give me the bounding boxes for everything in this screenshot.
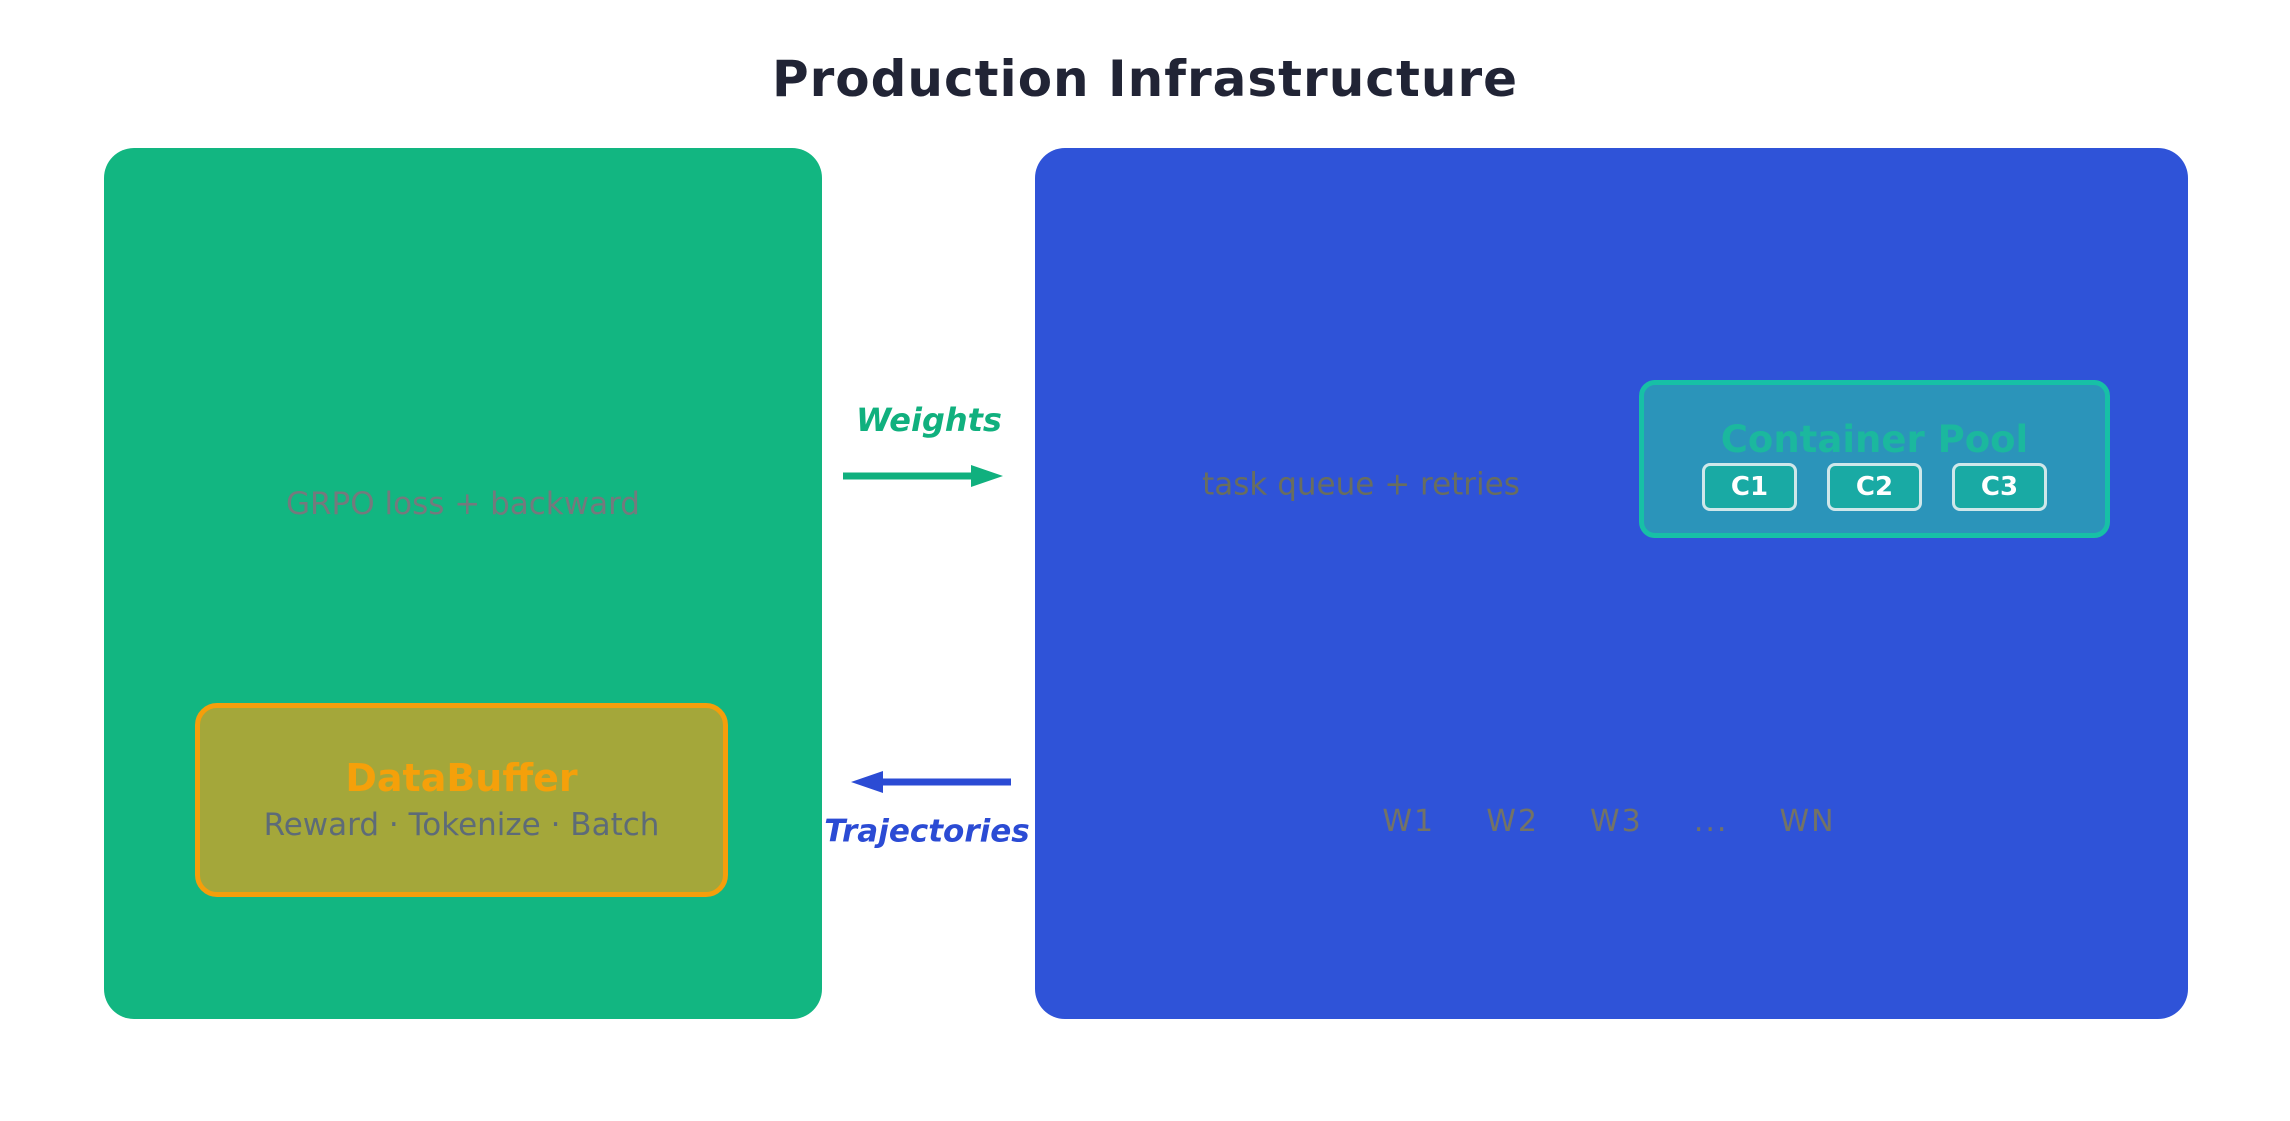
executor-box: task queue + retries Container Pool C1 C… xyxy=(1035,148,2188,1019)
container-pool-title: Container Pool xyxy=(1720,418,2029,461)
container-c1: C1 xyxy=(1702,463,1797,511)
weights-flow-label: Weights xyxy=(856,401,1002,439)
data-buffer-title: DataBuffer xyxy=(345,756,578,800)
trajectories-flow-label: Trajectories xyxy=(824,813,1030,850)
data-buffer-box: DataBuffer Reward · Tokenize · Batch xyxy=(195,703,728,897)
workers-label: W1 W2 W3 ... WN xyxy=(1382,804,1836,839)
page-title: Production Infrastructure xyxy=(771,50,1519,108)
data-buffer-subtitle: Reward · Tokenize · Batch xyxy=(263,807,660,843)
trajectories-arrow-icon xyxy=(851,771,1011,793)
trainer-box: GRPO loss + backward DataBuffer Reward ·… xyxy=(104,148,822,1019)
weights-arrow-icon xyxy=(843,465,1003,487)
container-pool-box: Container Pool C1 C2 C3 xyxy=(1639,380,2110,538)
container-pool-row: C1 C2 C3 xyxy=(1702,463,2047,511)
container-c3: C3 xyxy=(1952,463,2047,511)
container-c2: C2 xyxy=(1827,463,1922,511)
trainer-label: GRPO loss + backward xyxy=(286,486,640,522)
executor-label: task queue + retries xyxy=(1202,466,1520,503)
